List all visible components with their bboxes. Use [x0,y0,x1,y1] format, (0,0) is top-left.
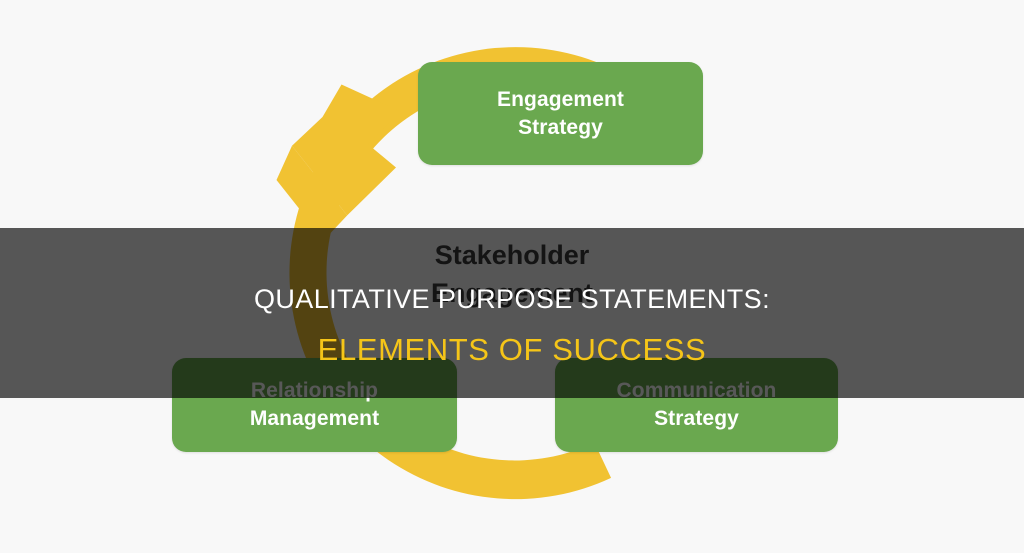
node-communication-strategy-line2: Strategy [654,407,739,430]
caption-subtitle: ELEMENTS OF SUCCESS [317,331,707,367]
caption-overlay-band: QUALITATIVE PURPOSE STATEMENTS: ELEMENTS… [0,228,1024,398]
node-engagement-strategy-line1: Engagement [496,87,625,111]
caption-title: QUALITATIVE PURPOSE STATEMENTS: [254,284,770,315]
node-engagement-strategy[interactable]: Engagement Strategy [418,62,703,165]
node-relationship-management-line2: Management [249,407,380,430]
node-engagement-strategy-line2: Strategy [518,115,603,139]
